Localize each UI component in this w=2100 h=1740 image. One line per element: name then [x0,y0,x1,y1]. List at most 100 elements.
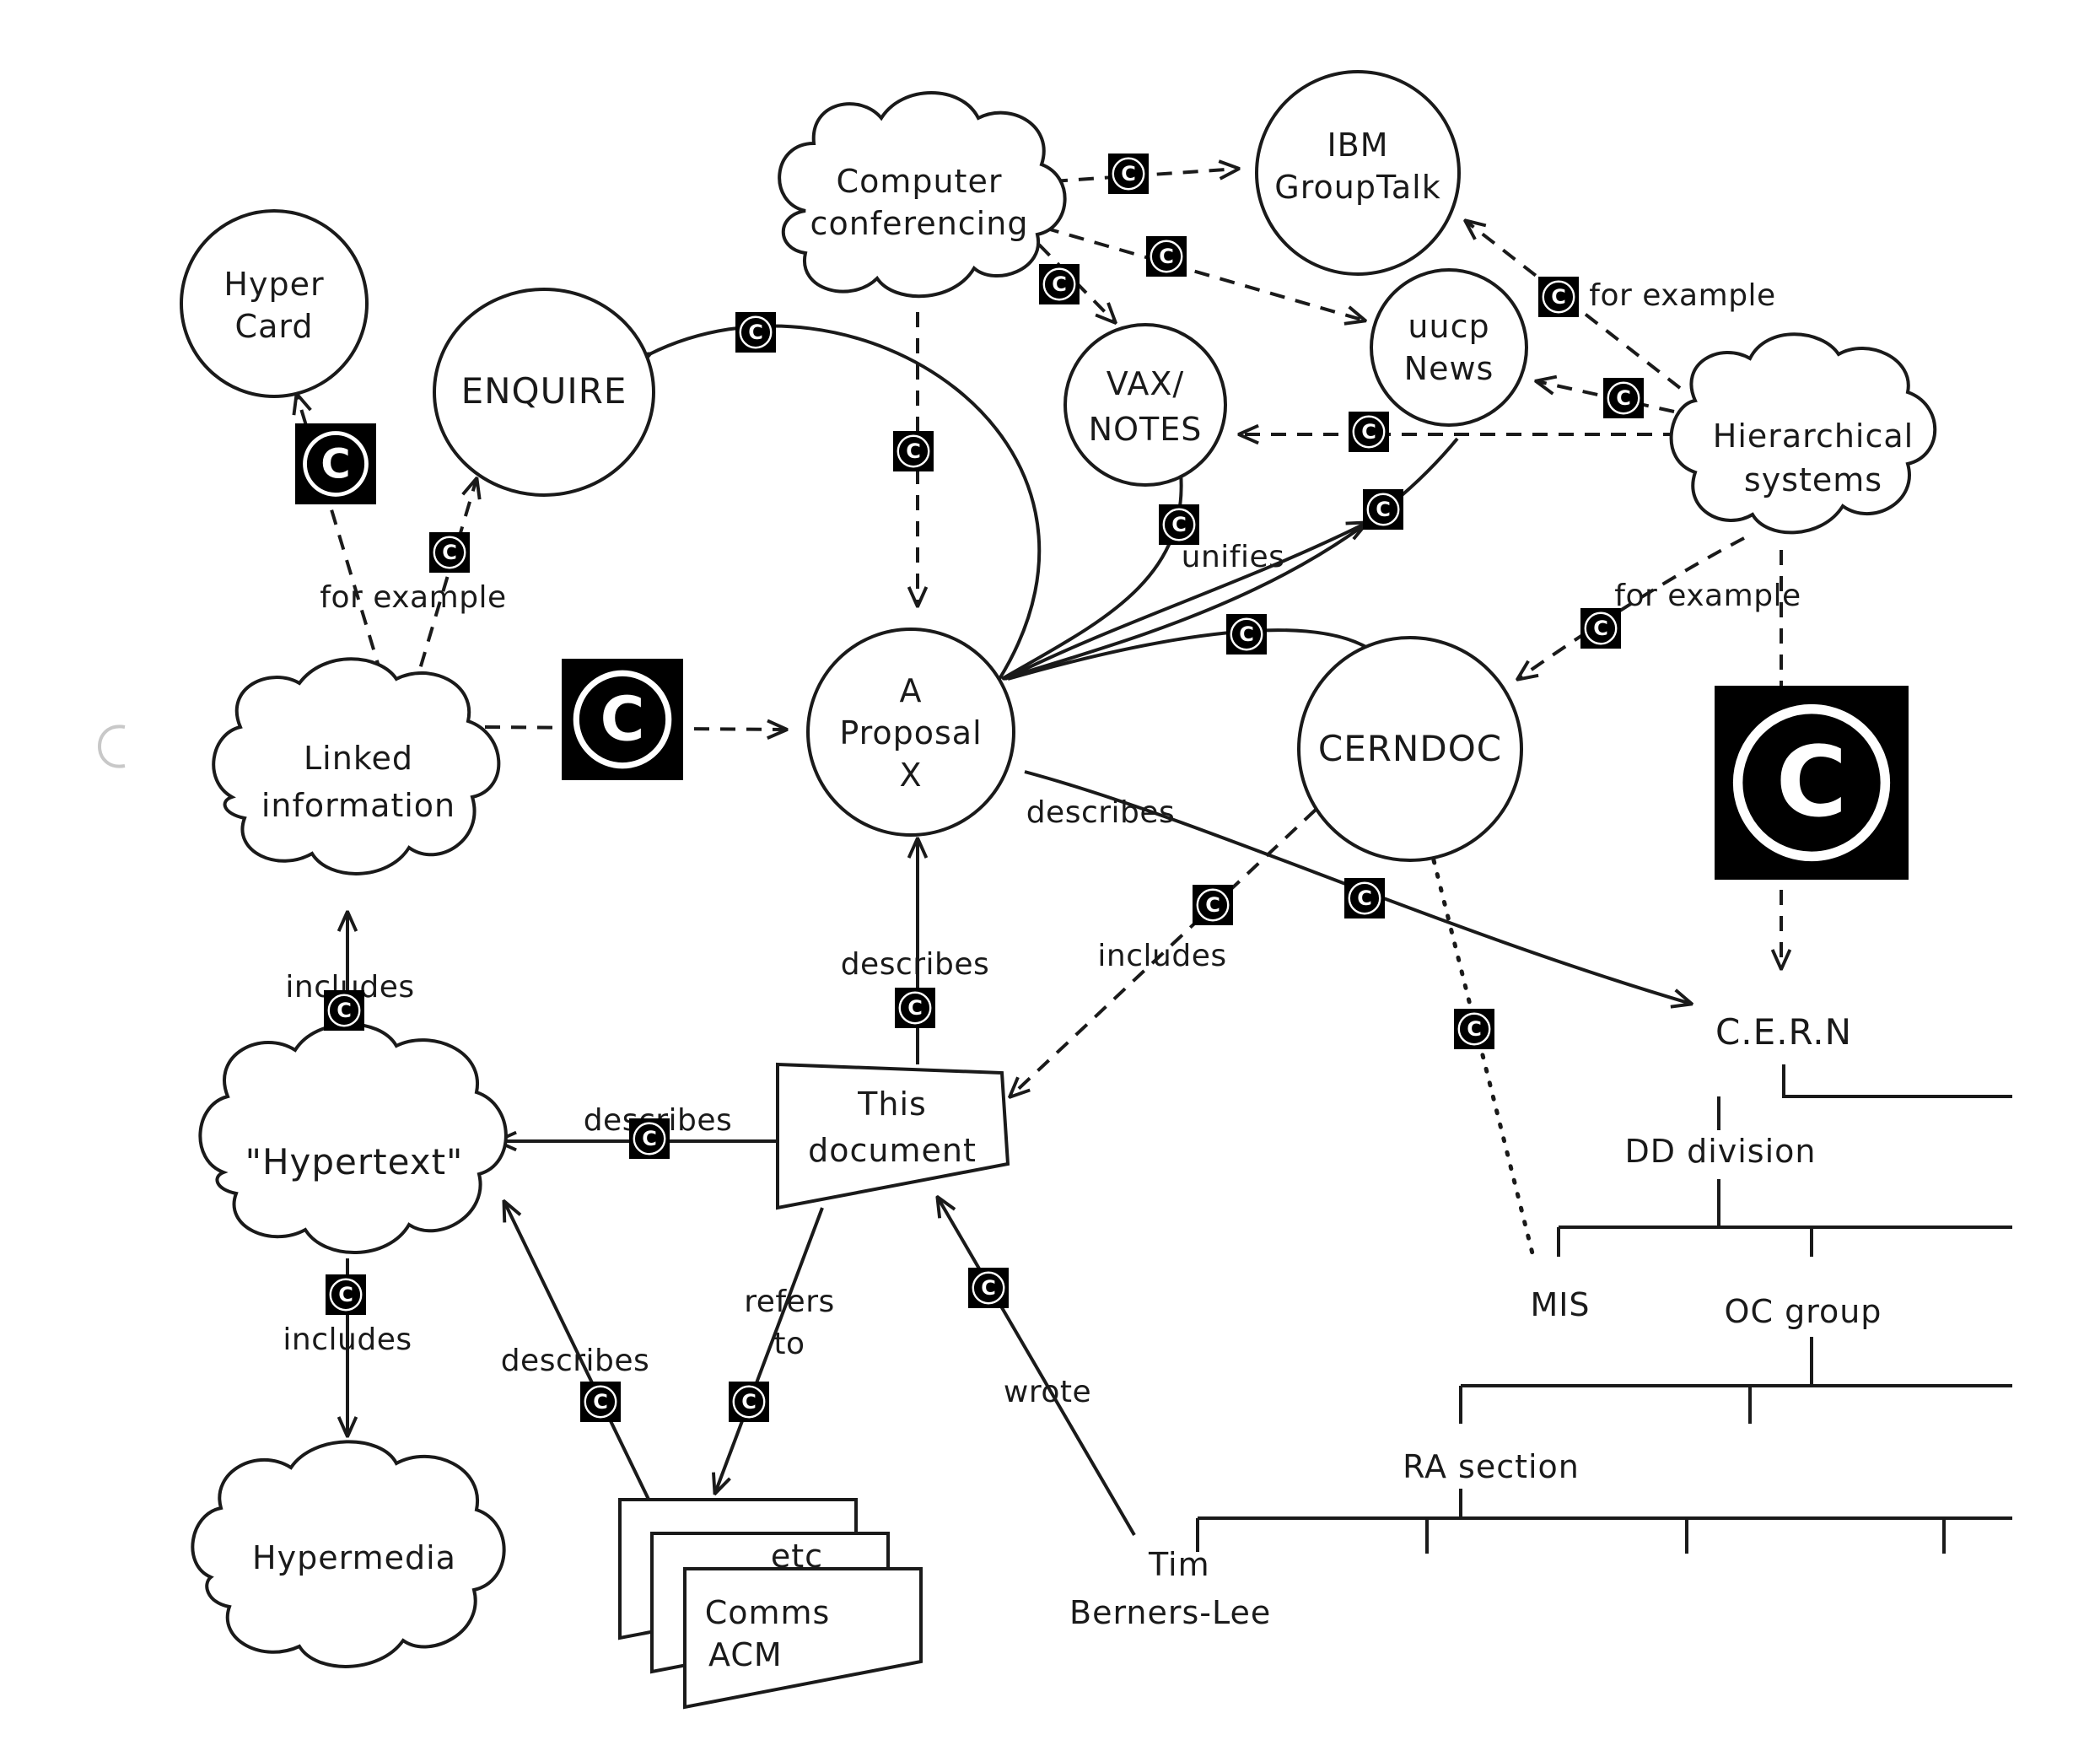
svg-text:C: C [1205,893,1220,917]
node-this-document-line2: document [808,1132,977,1169]
node-ibm-grouptalk-line1: IBM [1327,127,1388,164]
edge-enquire-proposal [649,324,1042,681]
node-comms-acm-line2: ACM [708,1636,783,1673]
svg-text:C: C [1121,162,1136,186]
node-uucp-news-line2: News [1404,350,1494,387]
copyright-mark: C© [1108,154,1149,194]
svg-text:C: C [642,1127,657,1150]
node-ibm-grouptalk: IBM GroupTalk [1255,70,1461,276]
copyright-mark: C© [1603,378,1644,418]
org-group-label: OC group [1725,1293,1882,1330]
copyright-mark: C© [629,1118,670,1159]
node-uucp-news: uucp News [1370,268,1528,427]
org-tree-lines [1196,1064,2012,1554]
node-linked-information: Linked information [212,657,501,875]
svg-text:C: C [1776,726,1847,839]
node-computer-conferencing-line2: conferencing [810,205,1029,242]
edge-linked-enquire [412,479,477,692]
node-etc-label: etc [771,1538,823,1575]
copyright-mark: C© [1344,878,1385,918]
copyright-mark: C© [580,1382,621,1422]
node-proposal-line3: X [899,757,922,794]
edge-cerndoc-mis [1431,858,1536,1259]
copyright-mark: C© [1039,264,1080,304]
edge-proposal-vax [1000,471,1183,681]
svg-text:C: C [1171,513,1187,536]
label-unifies: unifies [1182,540,1285,574]
label-describes-comms: describes [501,1344,650,1378]
svg-text:C: C [337,999,352,1022]
node-hypercard-line1: Hyper [223,266,324,303]
node-enquire-label: ENQUIRE [461,370,627,412]
org-tree: C.E.R.N DD division MIS OC group RA sect… [1403,1011,1882,1485]
svg-text:C: C [1239,622,1254,646]
copyright-mark: C© [968,1268,1009,1308]
node-hypertext-label: "Hypertext" [245,1141,464,1182]
node-uucp-news-line1: uucp [1408,308,1489,345]
svg-text:C: C [338,1283,353,1306]
copyright-mark: C© [429,532,470,573]
copyright-mark: C© [1715,686,1909,880]
svg-text:C: C [600,683,645,754]
node-vax-notes: VAX/ NOTES [1063,323,1227,487]
edge-comms-hypertext [504,1202,655,1511]
label-includes-cerndoc: includes [1097,939,1226,973]
svg-text:C: C [1052,272,1067,296]
copyright-mark: C© [295,423,376,504]
svg-text:C: C [981,1276,996,1300]
org-section-label: RA section [1403,1448,1580,1485]
label-for-example-hier-top: for example [1589,278,1775,313]
label-refers: refers [744,1285,835,1319]
copyright-mark: C© [895,988,935,1028]
node-enquire: ENQUIRE [433,288,655,497]
copyright-mark: C© [1193,885,1233,925]
edge-tim-document [938,1198,1136,1537]
node-vax-notes-line1: VAX/ [1107,365,1184,402]
copyright-mark: C© [1454,1009,1494,1049]
copyright-mark: C© [324,990,364,1031]
svg-text:C: C [1467,1017,1482,1041]
copyright-mark: C© [1159,504,1199,545]
copyright-mark: C© [735,312,776,353]
node-hierarchical-systems: Hierarchical systems [1669,332,1937,535]
copyright-mark: C© [893,431,934,471]
edge-labels: for example for example for example unif… [283,278,1801,1409]
edge-conferencing-uucp [1043,226,1365,321]
node-proposal: A Proposal X [806,628,1015,837]
svg-text:C: C [1551,285,1566,309]
node-cerndoc-label: CERNDOC [1318,728,1502,769]
label-for-example-hier-bottom: for example [1614,579,1801,613]
svg-text:C: C [906,439,921,463]
node-this-document: This document [776,1062,1010,1210]
label-describes-doc-proposal: describes [841,947,990,982]
svg-text:C: C [1159,245,1174,268]
label-describes-proposal-cern: describes [1026,795,1176,830]
node-vax-notes-line2: NOTES [1089,411,1203,448]
node-cerndoc: CERNDOC [1297,636,1523,862]
node-linked-information-line1: Linked [304,740,413,777]
copyright-mark: C© [729,1382,769,1422]
scan-mark [98,725,126,768]
copyright-mark: C© [326,1274,366,1315]
label-for-example-linked: for example [320,580,506,615]
svg-text:C: C [1376,498,1391,521]
node-proposal-line2: Proposal [839,714,982,751]
svg-text:C: C [1357,886,1372,910]
edge-cerndoc-document [1010,808,1317,1096]
node-tim-line1: Tim [1148,1546,1210,1583]
svg-text:C: C [741,1390,757,1414]
node-tim-berners-lee: Tim Berners-Lee [1069,1546,1270,1631]
svg-text:C: C [1593,617,1608,640]
node-hierarchical-systems-line2: systems [1744,461,1882,498]
svg-text:C: C [1616,386,1631,410]
edge-proposal-cern [1024,770,1691,1004]
copyright-mark: C© [1349,412,1389,452]
node-proposal-line1: A [900,672,923,709]
node-hypermedia-label: Hypermedia [252,1539,456,1576]
copyright-mark: C© [1580,608,1621,649]
edge-hierarchical-uucp [1537,381,1675,413]
copyright-mark: C© [1363,489,1403,530]
node-linked-information-line2: information [261,787,455,824]
node-computer-conferencing: Computer conferencing [778,91,1067,299]
